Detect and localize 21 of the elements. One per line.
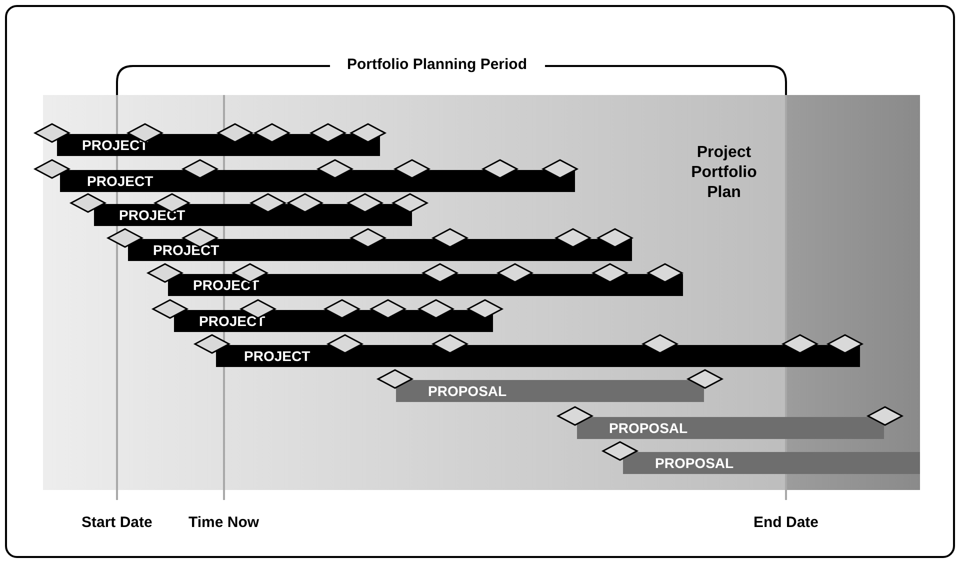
task-bar	[168, 274, 683, 296]
task-bar	[216, 345, 860, 367]
task-bar	[623, 452, 920, 474]
bar-label: PROJECT	[119, 206, 186, 225]
bar-label: PROPOSAL	[655, 454, 734, 473]
task-bar	[396, 380, 704, 402]
task-bar	[577, 417, 884, 439]
axis-label: Time Now	[188, 514, 260, 531]
axis-label: Start Date	[82, 514, 152, 531]
task-bar	[60, 170, 575, 192]
task-bar	[128, 239, 632, 261]
axis-label: End Date	[754, 514, 819, 531]
bar-label: PROJECT	[153, 241, 220, 260]
bar-label: PROJECT	[244, 347, 310, 366]
bar-label: PROPOSAL	[428, 382, 507, 401]
plan-label: Project Portfolio Plan	[690, 143, 758, 203]
bar-label: PROJECT	[87, 172, 154, 191]
bar-label: PROJECT	[193, 276, 260, 295]
bar-label: PROPOSAL	[609, 419, 688, 438]
bar-label: PROJECT	[82, 136, 148, 155]
bar-label: PROJECT	[199, 312, 266, 331]
